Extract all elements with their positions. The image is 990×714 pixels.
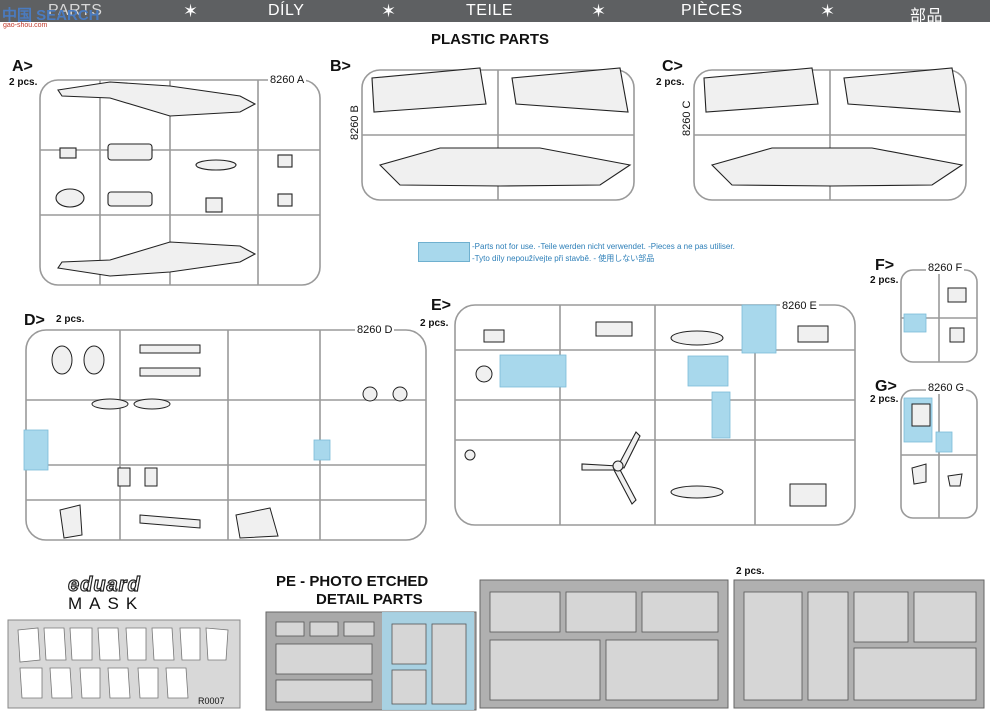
sprue-a-count: 2 pcs. [9,77,38,88]
sprue-d-count: 2 pcs. [56,314,85,325]
sprue-d-code: 8260 D [355,324,395,336]
eduard-mask-logo: eduard MASK [67,573,145,614]
sprue-b-letter: B> [330,58,351,75]
sprue-e-code: 8260 E [780,300,819,312]
sprue-g-letter: G> [875,378,897,395]
sprue-b-frame [361,69,635,201]
watermark-logo: 中国 SEARCH [2,7,100,24]
header-lang-teile: TEILE [466,2,513,19]
sprue-c-count: 2 pcs. [656,77,685,88]
sprue-f-count: 2 pcs. [870,275,899,286]
sprue-f-code: 8260 F [926,262,965,274]
sprue-e-frame [454,304,856,526]
sprue-c-letter: C> [662,58,683,75]
header-lang-pieces: PIÈCES [681,2,743,19]
header-lang-parts: PARTS [48,2,103,19]
pe-count: 2 pcs. [736,566,765,577]
legend-line-2: -Tyto díly nepoužívejte při stavbě. - 使用… [472,254,655,263]
sprue-d-letter: D> [24,312,45,329]
mask-word: MASK [68,594,145,613]
sprue-a-code: 8260 A [268,74,307,86]
star-icon: ✶ [183,1,199,21]
sprue-e-letter: E> [431,297,452,314]
pe-title-line-2: DETAIL PARTS [316,591,423,608]
header-lang-japanese: 部品 [910,8,944,25]
language-header-bar: PARTS ✶ DÍLY ✶ TEILE ✶ PIÈCES ✶ 部品 [0,0,990,25]
star-icon: ✶ [820,1,836,21]
sprue-c-code: 8260 C [681,100,693,136]
star-icon: ✶ [381,1,397,21]
sprue-e-count: 2 pcs. [420,318,449,329]
sprue-g-count: 2 pcs. [870,394,899,405]
sprue-a-letter: A> [12,58,33,75]
eduard-brand: eduard [67,573,141,596]
sprue-f-letter: F> [875,257,895,274]
mask-code: R0007 [198,696,225,706]
pe-title-line-1: PE - PHOTO ETCHED [276,573,429,590]
sprue-b-code: 8260 B [349,105,361,140]
star-icon: ✶ [591,1,607,21]
pe-frets [265,579,985,711]
plastic-parts-title: PLASTIC PARTS [431,31,550,48]
mask-sheet [7,619,241,709]
sprue-g-code: 8260 G [926,382,967,394]
watermark-url: gao-shou.com [3,22,48,29]
header-lang-dily: DÍLY [268,2,305,19]
not-for-use-swatch [418,242,470,262]
legend-line-1: -Parts not for use. -Teile werden nicht … [472,242,735,251]
